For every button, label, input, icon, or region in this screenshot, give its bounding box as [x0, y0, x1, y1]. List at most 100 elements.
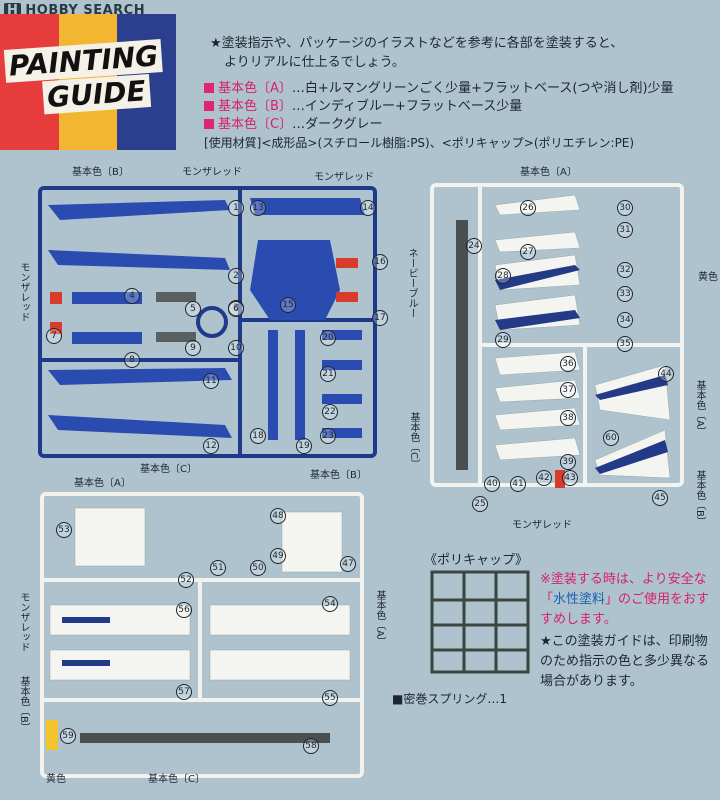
note-print-color: ★この塗装ガイドは、印刷物のため指示の色と多少異なる場合があります。 — [540, 634, 710, 689]
label-monza-bottom-right: モンザレッド — [512, 520, 572, 531]
intro-text: ★塗装指示や、パッケージのイラストなどを参考に各部を塗装すると、 よりリアルに仕… — [210, 36, 624, 70]
part-number: 17 — [372, 310, 388, 326]
part-number: 53 — [56, 522, 72, 538]
part-number: 12 — [203, 438, 219, 454]
yellow-part-59 — [46, 720, 58, 750]
part-number: 33 — [617, 286, 633, 302]
navy-stripe-57 — [62, 660, 110, 666]
part-number: 37 — [560, 382, 576, 398]
part-number: 36 — [560, 356, 576, 372]
part-number: 28 — [495, 268, 511, 284]
label-navy-blue: ネービーブルー — [406, 248, 417, 318]
pink-square-icon — [204, 119, 214, 129]
navy-long-part — [456, 220, 468, 470]
color-list: 基本色〔A〕…白+ルマングリーンごく少量+フラットベース(つや消し剤)少量 基本… — [204, 80, 674, 134]
part-number: 35 — [617, 336, 633, 352]
grey-long-part-58 — [80, 733, 330, 743]
white-sprue-bottom — [40, 492, 364, 778]
part-number: 52 — [178, 572, 194, 588]
part-number: 24 — [466, 238, 482, 254]
part-number: 55 — [322, 690, 338, 706]
label-yellow-bottom: 黄色 — [46, 774, 66, 785]
label-kihon-b-bottom: 基本色〔B〕 — [310, 470, 367, 481]
label-kihon-b-right: 基本色〔B〕 — [694, 470, 705, 527]
part-number: 14 — [360, 200, 376, 216]
label-kihon-a-top-right: 基本色〔A〕 — [520, 167, 577, 178]
pink-square-icon — [204, 101, 214, 111]
label-kihon-c-bottom-left: 基本色〔C〕 — [148, 774, 205, 785]
part-number: 29 — [495, 332, 511, 348]
color-c: 基本色〔C〕…ダークグレー — [204, 116, 674, 134]
label-kihon-a-bottom-mid: 基本色〔A〕 — [374, 590, 385, 647]
part-number: 6 — [228, 301, 244, 317]
part-number: 57 — [176, 684, 192, 700]
part-number: 19 — [296, 438, 312, 454]
part-number: 59 — [60, 728, 76, 744]
part-number: 13 — [250, 200, 266, 216]
part-number: 18 — [250, 428, 266, 444]
blue-parts — [48, 198, 365, 440]
part-number: 34 — [617, 312, 633, 328]
label-kihon-a-right: 基本色〔A〕 — [694, 380, 705, 437]
part-number: 15 — [280, 297, 296, 313]
part-number: 39 — [560, 454, 576, 470]
label-monza-left: モンザレッド — [18, 262, 29, 322]
label-kihon-a-bottom-left: 基本色〔A〕 — [74, 478, 131, 489]
part-number: 47 — [340, 556, 356, 572]
part-number: 40 — [484, 476, 500, 492]
part-number: 56 — [176, 602, 192, 618]
white-parts-right — [494, 194, 671, 479]
pink-square-icon — [204, 83, 214, 93]
label-kihon-b-bottom-left: 基本色〔B〕 — [18, 676, 29, 733]
label-kihon-c-right: 基本色〔C〕 — [408, 412, 419, 469]
part-number: 23 — [320, 428, 336, 444]
part-number: 41 — [510, 476, 526, 492]
part-number: 21 — [320, 366, 336, 382]
label-monza-top: モンザレッド — [182, 167, 242, 178]
part-number: 16 — [372, 254, 388, 270]
part-number: 1 — [228, 200, 244, 216]
navy-parts-right — [495, 265, 668, 474]
part-number: 43 — [562, 470, 578, 486]
part-number: 22 — [322, 404, 338, 420]
part-number: 38 — [560, 410, 576, 426]
materials: [使用材質]<成形品>(スチロール樹脂:PS)、<ポリキャップ>(ポリエチレン:… — [204, 136, 635, 150]
part-number: 32 — [617, 262, 633, 278]
navy-stripe-56 — [62, 617, 110, 623]
part-number: 49 — [270, 548, 286, 564]
color-b: 基本色〔B〕…インディブルー+フラットベース少量 — [204, 98, 674, 116]
part-number: 26 — [520, 200, 536, 216]
polycap-sprue — [430, 570, 530, 674]
note-water-paint: ※塗装する時は、より安全な「水性塗料」のご使用をおすすめします。 — [540, 572, 710, 627]
part-number: 60 — [603, 430, 619, 446]
grey-parts — [156, 292, 196, 342]
part-number: 42 — [536, 470, 552, 486]
label-monza-top2: モンザレッド — [314, 172, 374, 183]
part-number: 7 — [46, 328, 62, 344]
white-parts-bottom — [49, 507, 351, 681]
part-number: 30 — [617, 200, 633, 216]
spring-note: ■密巻スプリング…1 — [392, 692, 507, 706]
part-number: 25 — [472, 496, 488, 512]
part-number: 10 — [228, 340, 244, 356]
part-number: 2 — [228, 268, 244, 284]
label-kihon-c-bottom: 基本色〔C〕 — [140, 464, 197, 475]
label-monza-bottom-left: モンザレッド — [18, 592, 29, 652]
part-number: 51 — [210, 560, 226, 576]
part-number: 27 — [520, 244, 536, 260]
label-kihon-b-top: 基本色〔B〕 — [72, 167, 129, 178]
color-a: 基本色〔A〕…白+ルマングリーンごく少量+フラットベース(つや消し剤)少量 — [204, 80, 674, 98]
part-number: 58 — [303, 738, 319, 754]
part-number: 5 — [185, 301, 201, 317]
part-number: 50 — [250, 560, 266, 576]
polycap-title: 《ポリキャップ》 — [424, 553, 529, 568]
red-part-43 — [555, 470, 565, 488]
part-number: 4 — [124, 288, 140, 304]
part-number: 45 — [652, 490, 668, 506]
part-number: 11 — [203, 373, 219, 389]
part-number: 54 — [322, 596, 338, 612]
part-number: 31 — [617, 222, 633, 238]
part-number: 8 — [124, 352, 140, 368]
part-number: 20 — [320, 330, 336, 346]
